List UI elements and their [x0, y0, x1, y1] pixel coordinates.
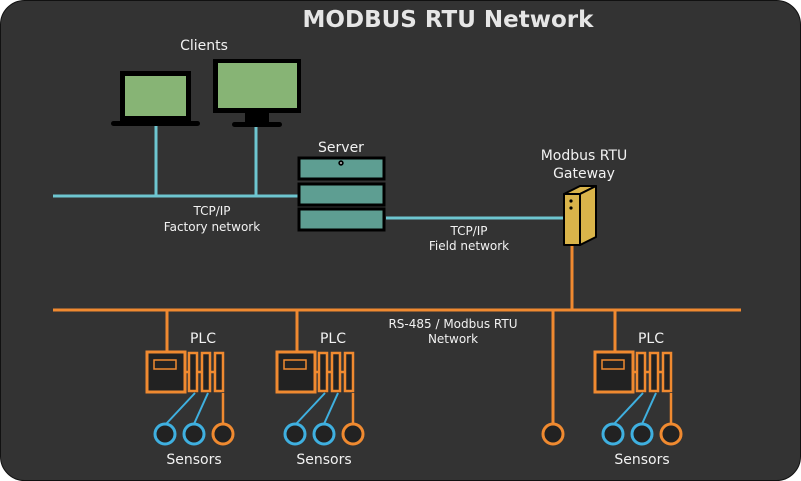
- sensor-wire: [641, 392, 657, 425]
- field-network-label-line2: Field network: [429, 239, 509, 253]
- factory-network-label-line2: Factory network: [164, 220, 260, 234]
- plc-icon: [593, 350, 673, 394]
- sensor-wire: [295, 392, 326, 425]
- rs485-label-line2: Network: [428, 332, 478, 346]
- sensor-wire: [165, 392, 196, 425]
- plc-label: PLC: [190, 331, 216, 347]
- sensor-wire: [613, 392, 644, 425]
- sensor-wire: [323, 392, 339, 425]
- plc-icon: [145, 350, 225, 394]
- clients-label: Clients: [180, 38, 228, 54]
- sensor-icon: [283, 422, 307, 446]
- plc-label: PLC: [320, 331, 346, 347]
- sensor-icon: [312, 422, 336, 446]
- gateway-icon: [563, 185, 597, 246]
- laptop-icon: [111, 71, 200, 126]
- sensor-icon: [659, 422, 683, 446]
- plc-label: PLC: [638, 331, 664, 347]
- diagram-title: MODBUS RTU Network: [303, 7, 595, 33]
- sensor-icon: [630, 422, 654, 446]
- gateway-label-line2: Gateway: [553, 166, 615, 182]
- sensors-label: Sensors: [614, 452, 669, 468]
- rs485-label-line1: RS-485 / Modbus RTU: [388, 317, 517, 331]
- sensor-icon: [211, 422, 235, 446]
- plc-group: PLC Sensors: [275, 310, 365, 468]
- sensor-icon: [182, 422, 206, 446]
- factory-network-line: [53, 126, 298, 198]
- standalone-sensor-icon: [541, 422, 565, 446]
- desktop-monitor-icon: [213, 59, 301, 127]
- factory-network-label-line1: TCP/IP: [192, 204, 230, 218]
- plc-group: PLC Sensors: [145, 310, 235, 468]
- sensor-icon: [341, 422, 365, 446]
- gateway-label-line1: Modbus RTU: [541, 148, 628, 164]
- server-label: Server: [318, 140, 364, 156]
- plc-icon: [275, 350, 355, 394]
- field-network-label-line1: TCP/IP: [449, 224, 487, 238]
- sensors-label: Sensors: [296, 452, 351, 468]
- sensor-wire: [193, 392, 209, 425]
- sensor-icon: [601, 422, 625, 446]
- server-icon: [297, 156, 386, 232]
- sensor-icon: [153, 422, 177, 446]
- sensors-label: Sensors: [166, 452, 221, 468]
- plc-group: PLC Sensors: [593, 310, 683, 468]
